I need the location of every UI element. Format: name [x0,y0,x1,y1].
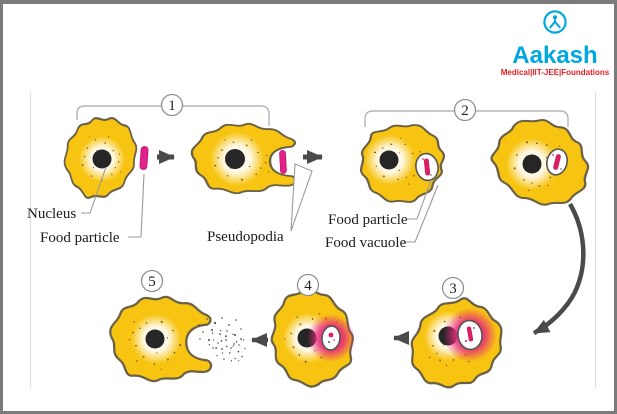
food-particle [466,326,474,342]
food-particle [139,146,149,170]
label-leader-line [128,173,145,238]
food-vacuole [321,325,341,351]
amoeba-absorption [263,281,361,394]
svg-text:5: 5 [148,274,156,290]
amoeba-egestion [109,295,213,383]
svg-text:4: 4 [304,278,312,294]
amoeba-vacuole-forming [351,117,453,210]
food-particle [423,158,431,176]
pseudopodia-label: Pseudopodia [207,229,284,245]
logo-brand-text: Aakash [512,42,598,69]
food-particle-label-1: Food particle [40,230,120,246]
food-particle [553,154,561,170]
svg-text:3: 3 [449,281,457,297]
nucleus-label: Nucleus [27,206,76,222]
amoeba-ingestion-start [55,104,146,210]
step-badge-1: 1 [160,93,184,117]
amoeba-digestion [393,282,519,406]
arrow-down-curved-icon [532,202,586,335]
food-particle-label-2: Food particle [328,212,408,228]
nucleus [92,149,112,169]
nucleus [379,150,399,170]
label-leader-line [403,184,439,243]
aakash-person-icon [543,10,567,34]
food-particle [279,150,287,174]
label-leader-line [81,166,107,214]
aakash-logo: Aakash Medical|IIT-JEE|Foundations [498,9,612,78]
nucleus [145,329,165,349]
step-badge-2: 2 [453,98,477,122]
step-badge-5: 5 [140,269,164,293]
food-particle [328,332,334,338]
amoeba-vacuole-inside [474,103,609,224]
step-badge-4: 4 [296,273,320,297]
food-vacuole-label: Food vacuole [325,235,407,251]
nucleus [225,149,245,169]
amoeba-pseudopodia-engulf [190,122,297,195]
nucleus [522,154,542,174]
pseudopodia-pointer [290,163,313,232]
svg-text:2: 2 [461,103,469,119]
svg-text:1: 1 [168,98,176,114]
step-badge-3: 3 [441,276,465,300]
label-leader-line [407,179,432,220]
logo-tagline: Medical|IIT-JEE|Foundations [500,68,610,78]
content-panel [30,92,596,388]
